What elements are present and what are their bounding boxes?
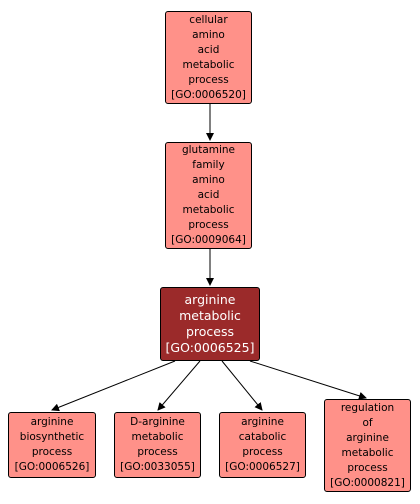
edge-arginine-to-regulation xyxy=(249,360,367,400)
node-label-line: acid xyxy=(197,189,220,201)
node-go-id: [GO:0006527] xyxy=(225,461,300,473)
node-label-line: process xyxy=(188,219,229,231)
node-label-line: glutamine xyxy=(181,144,236,156)
node-label-line: metabolic xyxy=(341,446,394,459)
node-label-line: amino xyxy=(192,174,225,186)
node-go-id: [GO:0000821] xyxy=(330,476,405,489)
node-label-line: cellular xyxy=(189,13,228,26)
node-label-line: D-arginine xyxy=(130,416,185,428)
node-go-id: [GO:0006525] xyxy=(165,340,255,355)
node-go-id: [GO:0006520] xyxy=(171,88,246,101)
node-label-line: metabolic xyxy=(182,204,235,216)
node-label-line: arginine xyxy=(346,431,389,444)
node-label-line: metabolic xyxy=(179,308,241,323)
edge-arginine-to-d-arginine xyxy=(157,360,201,411)
node-label-line: process xyxy=(137,446,178,458)
node-regulation-of-arginine-metabolic-process[interactable]: regulation of arginine metabolic process… xyxy=(324,399,411,492)
node-cellular-amino-acid-metabolic-process[interactable]: cellular amino acid metabolic process [G… xyxy=(165,11,252,104)
node-label-line: process xyxy=(31,446,73,458)
node-label-line: arginine xyxy=(30,416,74,428)
node-label-line: of xyxy=(362,416,373,429)
node-glutamine-family-amino-acid-metabolic-process[interactable]: glutamine family amino acid metabolic pr… xyxy=(165,142,252,249)
node-arginine-biosynthetic-process[interactable]: arginine biosynthetic process [GO:000652… xyxy=(8,412,96,478)
node-label-line: biosynthetic xyxy=(19,431,85,443)
node-label-line: metabolic xyxy=(182,58,235,71)
node-label-line: process xyxy=(242,446,283,458)
node-label-line: catabolic xyxy=(238,431,287,443)
node-d-arginine-metabolic-process[interactable]: D-arginine metabolic process [GO:0033055… xyxy=(114,412,201,478)
node-arginine-catabolic-process[interactable]: arginine catabolic process [GO:0006527] xyxy=(219,412,306,478)
node-label-line: process xyxy=(347,461,388,474)
node-go-id: [GO:0033055] xyxy=(120,461,195,473)
node-label-line: amino xyxy=(192,28,225,41)
node-label-line: process xyxy=(185,324,235,339)
node-label-line: process xyxy=(188,73,229,86)
node-label-line: arginine xyxy=(184,292,236,307)
edge-arginine-to-biosynthetic xyxy=(51,360,176,412)
node-label-line: acid xyxy=(197,43,220,56)
node-go-id: [GO:0006526] xyxy=(14,461,90,473)
node-label-line: metabolic xyxy=(131,431,184,443)
node-label-line: arginine xyxy=(241,416,284,428)
node-label-line: family xyxy=(192,159,225,171)
edge-arginine-to-catabolic xyxy=(221,360,263,411)
node-label-line: regulation xyxy=(340,401,395,414)
node-arginine-metabolic-process[interactable]: arginine metabolic process [GO:0006525] xyxy=(160,287,260,361)
node-go-id: [GO:0009064] xyxy=(171,234,246,246)
